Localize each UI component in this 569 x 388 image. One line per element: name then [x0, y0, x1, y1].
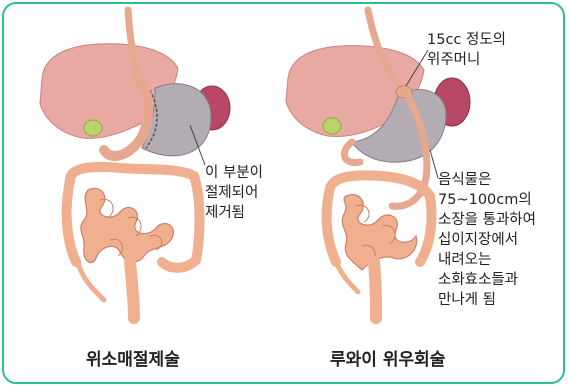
annotation-line: 십이지장에서 — [438, 230, 536, 250]
annotation-line: 위주머니 — [427, 50, 506, 70]
annotation-line: 만나게 됨 — [438, 290, 536, 310]
annotation-line: 제거됨 — [205, 203, 263, 223]
bypass-caption: 루와이 위우회술 — [330, 345, 445, 370]
annotation-line: 내려오는 — [438, 250, 536, 270]
small-intestine-coils — [81, 188, 174, 262]
panel-roux-en-y-bypass: 15cc 정도의 위주머니 음식물은 75~100cm의 소장을 통과하여 십이… — [270, 0, 569, 388]
pouch-annotation: 15cc 정도의 위주머니 — [427, 30, 506, 70]
appendix-shape — [336, 262, 358, 292]
gallbladder-shape — [84, 120, 102, 136]
annotation-line: 절제되어 — [205, 183, 263, 203]
annotation-line: 15cc 정도의 — [427, 30, 506, 50]
annotation-line: 소화효소들과 — [438, 270, 536, 290]
annotation-line: 소장을 통과하여 — [438, 210, 536, 230]
appendix-shape — [78, 262, 104, 300]
removed-portion-annotation: 이 부분이 절제되어 제거됨 — [205, 163, 263, 223]
flow-pointer — [430, 150, 438, 178]
panel-sleeve-gastrectomy: 이 부분이 절제되어 제거됨 위소매절제술 — [0, 0, 290, 388]
annotation-line: 이 부분이 — [205, 163, 263, 183]
sleeve-caption: 위소매절제술 — [86, 345, 180, 370]
annotation-line: 75~100cm의 — [438, 190, 536, 210]
gallbladder-shape — [323, 118, 341, 134]
rectum-shape — [374, 262, 376, 318]
annotation-line: 음식물은 — [438, 170, 536, 190]
food-flow-annotation: 음식물은 75~100cm의 소장을 통과하여 십이지장에서 내려오는 소화효소… — [438, 170, 536, 310]
rectum-shape — [130, 262, 134, 318]
